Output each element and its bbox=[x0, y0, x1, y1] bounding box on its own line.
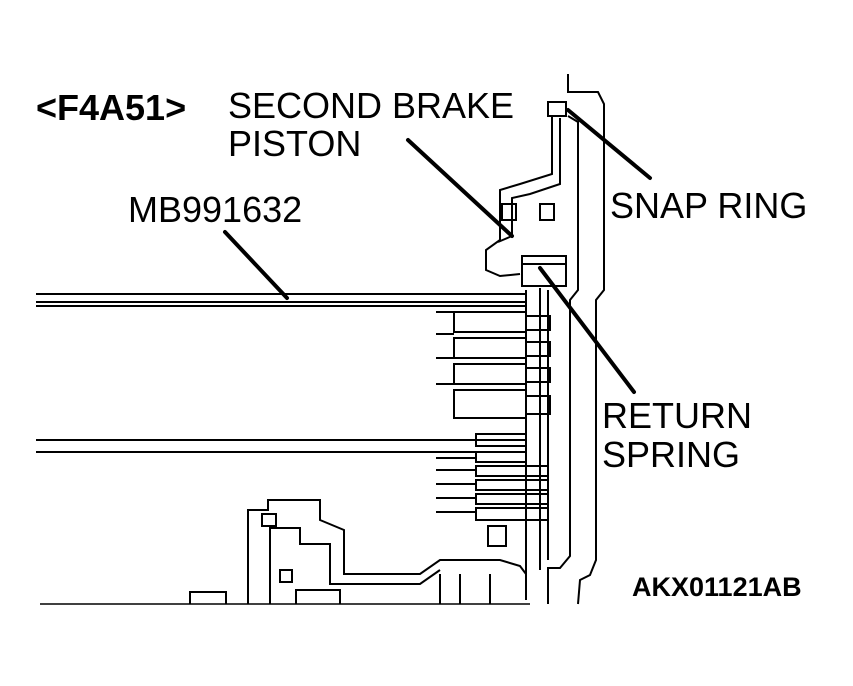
figure-code-label: AKX01121AB bbox=[632, 572, 802, 602]
snap-ring-label: SNAP RING bbox=[610, 185, 807, 226]
drum-outline bbox=[247, 499, 527, 604]
disc-3-tab bbox=[525, 367, 551, 383]
second-brake-piston-label-line1: SECOND BRAKE bbox=[228, 85, 514, 126]
case-outer-contour bbox=[567, 74, 605, 605]
case-inner-contour bbox=[547, 115, 579, 604]
leader-snap-ring bbox=[566, 108, 652, 180]
leader-return-spring bbox=[538, 266, 636, 394]
snap-ring-shape bbox=[547, 101, 567, 117]
piston-inner bbox=[497, 118, 561, 243]
shaft-stub bbox=[189, 591, 227, 604]
disc-1-tab bbox=[525, 315, 551, 331]
lower-internals bbox=[40, 499, 530, 605]
model-code-label: <F4A51> bbox=[36, 87, 186, 128]
stopper-block bbox=[487, 525, 507, 547]
return-spring-label-line2: SPRING bbox=[602, 434, 740, 475]
second-brake-piston-label-line2: PISTON bbox=[228, 123, 361, 164]
drum-pin bbox=[261, 513, 277, 527]
tool-number-label: MB991632 bbox=[128, 189, 302, 230]
leader-lines bbox=[223, 108, 652, 394]
piston-seal-right bbox=[539, 203, 555, 221]
bearing-outline bbox=[295, 589, 341, 604]
return-spring-label-line1: RETURN bbox=[602, 395, 752, 436]
return-spring-shape bbox=[521, 255, 567, 287]
disc-2-tab bbox=[525, 341, 551, 357]
piston-seal-left bbox=[501, 203, 517, 221]
drum-clip bbox=[279, 569, 293, 583]
disc-10 bbox=[475, 507, 549, 521]
hub-ribs bbox=[439, 574, 491, 604]
clutch-pack bbox=[436, 311, 551, 547]
piston-outline bbox=[485, 116, 553, 278]
leader-tool bbox=[223, 230, 289, 300]
leader-second-brake-piston bbox=[406, 138, 514, 238]
disc-4-tab bbox=[525, 395, 551, 415]
drum-inner bbox=[269, 527, 441, 604]
